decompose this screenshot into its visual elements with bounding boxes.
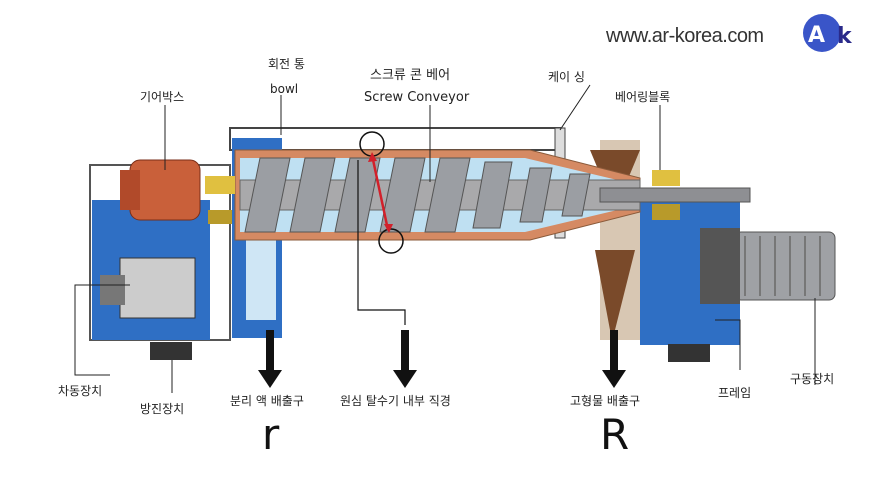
website-url: www.ar-korea.com <box>606 25 764 47</box>
output-shaft <box>599 187 751 203</box>
solids-cone-bottom <box>595 250 635 330</box>
label-big-r: R <box>600 410 630 459</box>
label-gearbox: 기어박스 <box>140 90 185 104</box>
label-liquid-outlet: 분리 액 배출구 <box>230 394 304 408</box>
label-anti-vibration: 방진장치 <box>140 402 185 416</box>
diameter-arrow <box>370 154 390 231</box>
label-drive-unit: 구동장치 <box>790 372 835 386</box>
ark-logo: A k <box>803 14 853 52</box>
label-small-r: r <box>262 410 280 459</box>
label-rotating-drum: 회전 통 <box>268 57 305 71</box>
right-bearing-low <box>652 204 680 220</box>
bottom-marker-circle <box>378 228 404 254</box>
drive-pulley <box>700 228 740 304</box>
screw-flights <box>244 157 591 233</box>
left-bearing-low <box>208 210 232 224</box>
liquid-chute <box>246 230 276 320</box>
right-bearing <box>652 170 680 186</box>
label-differential-drive: 차동장치 <box>58 384 103 398</box>
label-centrifugal-diameter: 원심 탈수기 내부 직경 <box>340 394 451 408</box>
differential-shaft <box>100 275 125 305</box>
label-screw-conveyor-kr: 스크류 콘 베어 <box>370 68 451 83</box>
label-bowl: bowl <box>270 82 299 96</box>
leader-lines <box>74 84 816 393</box>
label-screw-conveyor-en: Screw Conveyor <box>364 90 470 105</box>
label-frame: 프레임 <box>718 386 752 400</box>
label-bearing-block: 베어링블록 <box>615 90 671 104</box>
label-casing: 케이 싱 <box>548 70 585 84</box>
svg-text:A: A <box>808 23 825 48</box>
gearbox-flange <box>120 170 140 210</box>
left-foot <box>150 342 192 360</box>
left-bearing <box>205 176 235 194</box>
differential-drive <box>119 257 196 319</box>
right-foot <box>668 344 710 362</box>
diameter-leader <box>357 160 406 325</box>
down-arrows <box>258 330 626 388</box>
label-solids-outlet: 고형물 배출구 <box>570 394 641 408</box>
svg-text:k: k <box>837 24 853 49</box>
motor-fins <box>744 236 821 296</box>
